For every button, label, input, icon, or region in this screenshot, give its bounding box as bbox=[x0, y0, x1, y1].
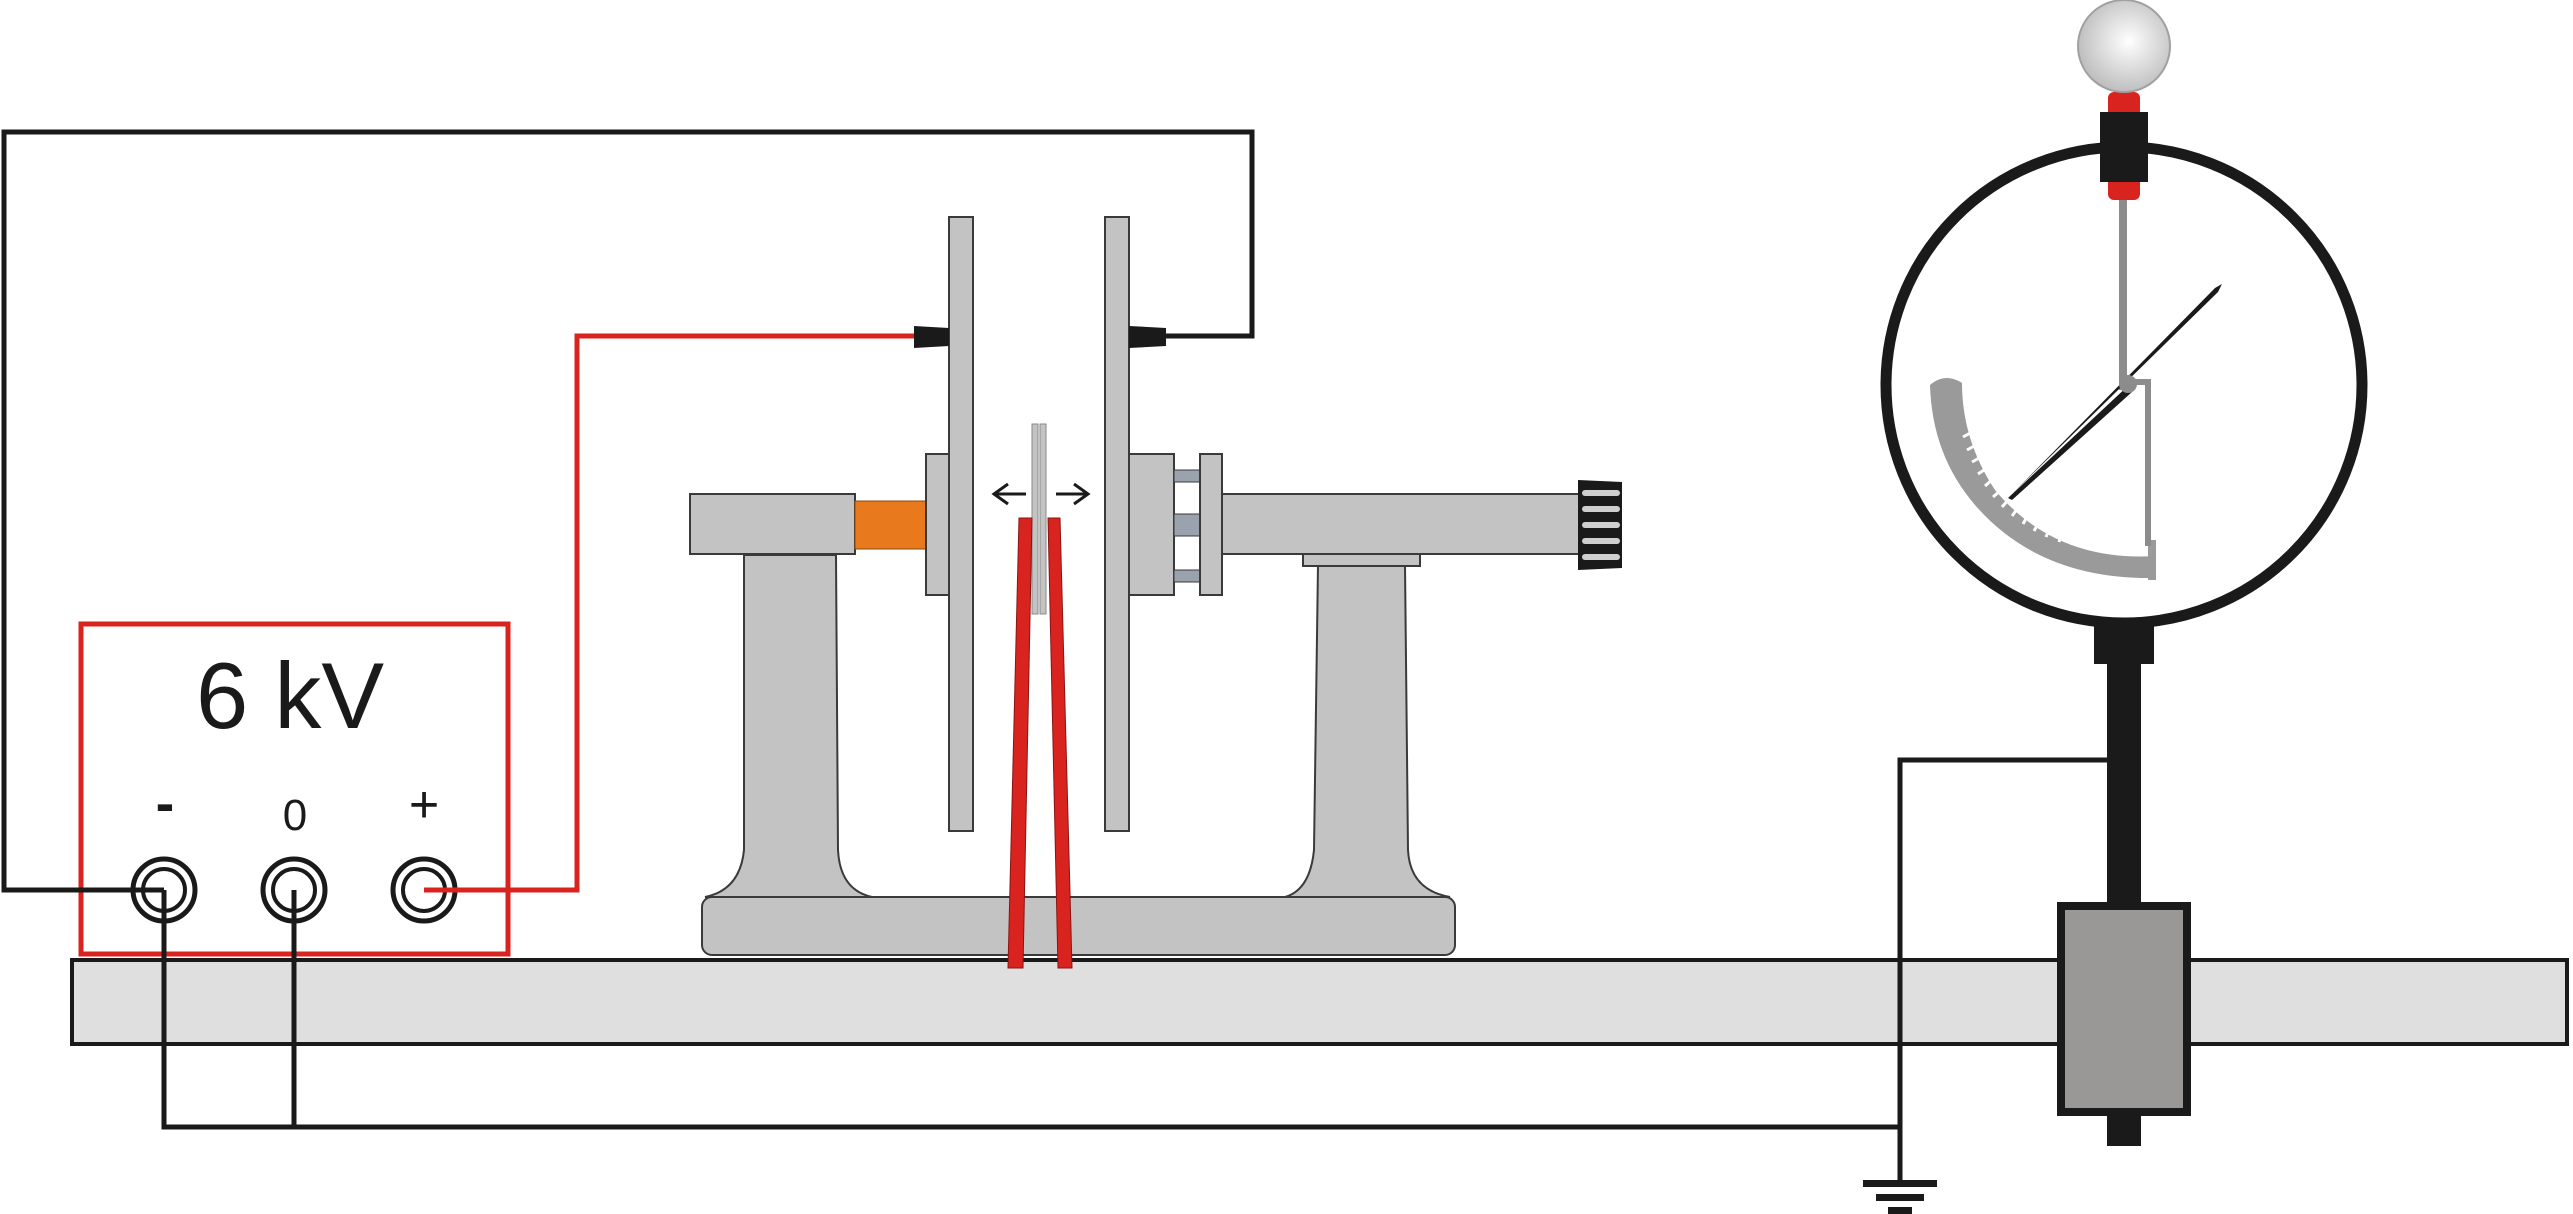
right-plate-holder bbox=[1128, 453, 1175, 596]
electroscope-pointer-needle bbox=[2008, 384, 2132, 500]
power-supply: 6 kV - 0 + bbox=[78, 621, 511, 957]
voltage-label: 6 kV bbox=[196, 643, 384, 748]
capacitor-stand bbox=[689, 480, 1622, 956]
stand-left-beam bbox=[689, 493, 856, 555]
right-plate-connector bbox=[1129, 326, 1166, 348]
left-plate-holder bbox=[925, 453, 950, 596]
terminal-zero-label: 0 bbox=[283, 791, 307, 840]
insulator-block bbox=[854, 500, 928, 550]
electroscope-pivot bbox=[2119, 375, 2137, 393]
electroscope-top-cap bbox=[2100, 112, 2148, 182]
wire-electroscope-to-ground bbox=[1897, 757, 2110, 1182]
right-plate bbox=[1104, 216, 1130, 832]
electroscope-clamp bbox=[2057, 902, 2191, 1116]
ground-symbol-icon bbox=[1863, 1180, 1937, 1214]
left-plate-connector bbox=[914, 326, 949, 348]
test-probe bbox=[1031, 423, 1047, 615]
electroscope-scale-icon bbox=[1930, 377, 2156, 580]
electroscope bbox=[1880, 0, 2368, 1146]
electroscope-pointer bbox=[2012, 284, 2222, 494]
right-plate-holder-outer bbox=[1199, 453, 1223, 596]
stand-right-beam bbox=[1221, 493, 1581, 555]
stand-right-pillar bbox=[1284, 564, 1451, 898]
right-plate-spacer bbox=[1173, 569, 1201, 583]
left-capacitor-plate[interactable] bbox=[925, 216, 974, 832]
terminal-plus-label: + bbox=[409, 776, 439, 834]
adjustment-knob-icon[interactable] bbox=[1578, 480, 1622, 570]
red-probe-leg-right bbox=[1047, 517, 1073, 969]
red-probe-leg-left bbox=[1007, 517, 1033, 969]
wire-minus-to-right-plate bbox=[1, 129, 1255, 893]
electroscope-ball bbox=[2077, 0, 2171, 93]
stand-left-pillar bbox=[704, 554, 873, 898]
electroscope-rod bbox=[2119, 190, 2127, 390]
stand-right-clamp bbox=[1302, 553, 1421, 567]
left-plate bbox=[948, 216, 974, 832]
right-plate-spacer bbox=[1173, 469, 1201, 483]
optical-bench-rail bbox=[70, 958, 2569, 1046]
terminal-minus-label: - bbox=[156, 771, 175, 834]
double-arrow-icon bbox=[991, 482, 1091, 506]
right-capacitor-plate[interactable] bbox=[1104, 216, 1223, 832]
stand-base bbox=[701, 896, 1456, 956]
right-plate-spacer bbox=[1173, 513, 1201, 537]
wire-minus-to-ground bbox=[161, 890, 1900, 1130]
wire-plus-to-left-plate bbox=[424, 333, 914, 893]
electroscope-stem bbox=[2107, 660, 2141, 908]
